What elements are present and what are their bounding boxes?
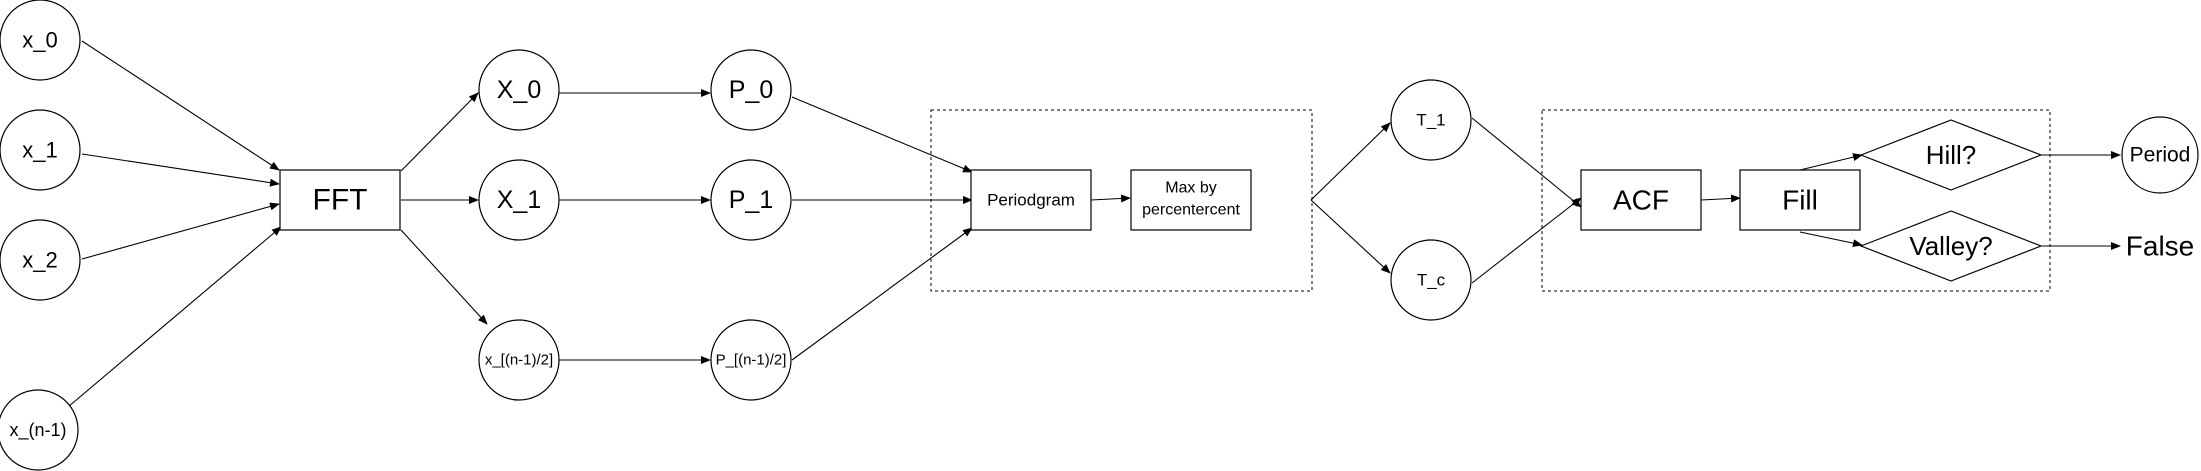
edge-x0-fft: [81, 40, 280, 171]
edge-x1-fft: [81, 153, 280, 187]
max-by-percent-node: Max by percentercent: [1130, 169, 1252, 231]
valley-label: Valley?: [1909, 231, 1992, 261]
hill-label: Hill?: [1926, 140, 1977, 170]
spectrum-node-xn: x_[(n-1)/2]: [478, 319, 560, 401]
spectrum-label-X0: X_0: [497, 76, 541, 104]
input-node-xn1: x_(n-1): [0, 389, 79, 471]
acf-label: ACF: [1613, 185, 1669, 216]
fft-label: FFT: [313, 184, 368, 217]
edge-group-Tc: [1310, 199, 1391, 274]
input-label-x0: x_0: [22, 28, 57, 53]
threshold-label-Tc: T_c: [1417, 271, 1446, 290]
threshold-node-Tc: T_c: [1390, 239, 1472, 321]
edge-fill-hill: [1799, 153, 1863, 171]
valley-decision-node: Valley?: [1859, 210, 2043, 282]
threshold-label-T1: T_1: [1416, 111, 1445, 130]
power-label-P1: P_1: [729, 186, 773, 214]
edge-Tc-acf: [1471, 197, 1582, 284]
power-label-Pn: P_[(n-1)/2]: [716, 352, 787, 369]
power-node-Pn: P_[(n-1)/2]: [710, 319, 792, 401]
acf-group-box: [1541, 109, 2051, 292]
period-output-node: Period: [2121, 116, 2199, 194]
hill-decision-node: Hill?: [1859, 119, 2043, 191]
edge-P0-periodogram: [791, 96, 973, 173]
input-label-xn1: x_(n-1): [9, 420, 66, 441]
false-output-label: False: [2126, 231, 2194, 262]
periodogram-node: Periodgram: [970, 169, 1092, 231]
edge-T1-acf: [1471, 117, 1582, 208]
edge-group-T1: [1310, 122, 1391, 201]
acf-node: ACF: [1580, 169, 1702, 231]
edges: [67, 40, 2121, 408]
spectrum-label-xn: x_[(n-1)/2]: [485, 352, 553, 369]
input-label-x1: x_1: [22, 138, 57, 163]
max-by-percent-label-line2: percentercent: [1142, 202, 1240, 219]
power-label-P0: P_0: [729, 76, 773, 104]
edge-fft-X0: [400, 92, 479, 172]
period-label: Period: [2130, 144, 2191, 167]
fill-label: Fill: [1782, 185, 1818, 216]
power-node-P1: P_1: [710, 159, 792, 241]
edge-x2-fft: [81, 202, 280, 260]
edge-Pn-periodogram: [791, 227, 973, 361]
edge-fft-xn: [400, 229, 488, 325]
periodogram-label: Periodgram: [987, 191, 1075, 210]
edge-periodogram-max: [1090, 194, 1131, 203]
spectrum-label-X1: X_1: [497, 186, 541, 214]
power-node-P0: P_0: [710, 49, 792, 131]
spectrum-node-X0: X_0: [478, 49, 560, 131]
max-by-percent-label-line1: Max by: [1165, 180, 1217, 197]
input-label-x2: x_2: [22, 248, 57, 273]
edge-acf-fill: [1700, 194, 1741, 203]
edge-xn1-fft: [67, 226, 282, 408]
spectrum-node-X1: X_1: [478, 159, 560, 241]
input-node-x1: x_1: [0, 109, 81, 191]
fft-node: FFT: [279, 169, 401, 231]
input-node-x2: x_2: [0, 219, 81, 301]
input-node-x0: x_0: [0, 0, 81, 81]
edge-fill-valley: [1799, 231, 1863, 248]
threshold-node-T1: T_1: [1390, 79, 1472, 161]
fill-node: Fill: [1739, 169, 1861, 231]
